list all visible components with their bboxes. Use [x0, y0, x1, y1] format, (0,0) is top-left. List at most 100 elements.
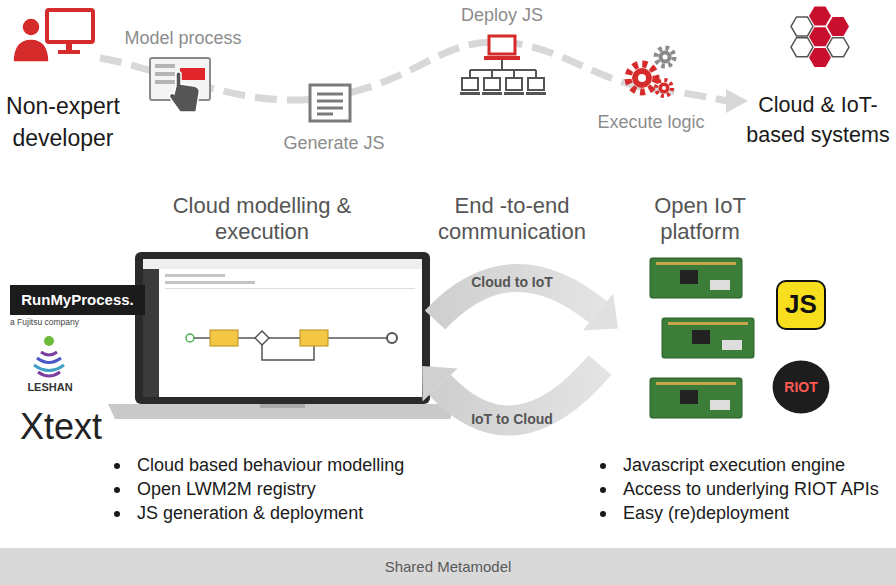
laptop-illustration: [300, 330, 328, 346]
gears-icon: [659, 83, 670, 94]
leshan-icon: [34, 336, 64, 376]
gears-icon: [656, 48, 674, 66]
iot-boards: [710, 280, 730, 290]
iot-boards: [656, 262, 736, 265]
network-icon: [482, 92, 502, 95]
laptop-illustration: [165, 288, 415, 289]
leshan-icon: [37, 358, 61, 363]
shared-band: Shared Metamodel: [0, 548, 896, 585]
laptop-illustration: [143, 259, 422, 397]
laptop-illustration: [186, 334, 194, 342]
laptop-illustration: [210, 330, 238, 346]
role-label: Non-expert developer: [0, 90, 126, 154]
bullet-item: Cloud based behaviour modelling: [137, 455, 404, 477]
document-icon: [310, 85, 350, 121]
node-text: RIOT: [784, 379, 817, 396]
gears-icon: [628, 48, 674, 96]
document-icon: [317, 100, 343, 103]
flow-dashes: [726, 89, 748, 113]
gears-icon: [659, 51, 672, 64]
iot-boards: [680, 270, 698, 284]
laptop-illustration: [143, 259, 422, 269]
arrow-label: Cloud to IoT: [452, 274, 572, 291]
iot-boards: [692, 330, 710, 344]
hexagon-icon: [827, 17, 849, 36]
node-subtext: a Fujitsu company: [10, 317, 79, 327]
arrow-label: IoT to Cloud: [452, 411, 572, 428]
laptop-illustration: [387, 333, 397, 343]
cloud-to-iot-arrow: [583, 293, 618, 330]
laptop-illustration: [260, 404, 305, 408]
step-label: Generate JS: [264, 133, 404, 155]
bullet-dot: [600, 511, 606, 517]
iot-boards: [662, 318, 754, 358]
laptop-illustration: [262, 345, 314, 360]
network-icon: [489, 36, 515, 54]
hexagon-icon: [791, 17, 813, 36]
bullet-item: JS generation & deployment: [137, 503, 363, 525]
laptop-illustration: [143, 269, 159, 397]
network-icon: [460, 36, 546, 95]
developer-icon: [47, 10, 93, 42]
gears-icon: [662, 86, 666, 90]
gears-icon: [656, 80, 672, 96]
bullet-item: Javascript execution engine: [623, 455, 845, 477]
developer-icon: [58, 50, 80, 54]
laptop-illustration: [108, 404, 457, 419]
node-text: RunMyProcess.: [21, 291, 134, 309]
hexagon-icon: [791, 38, 813, 57]
developer-icon: [13, 10, 93, 62]
network-icon: [460, 92, 480, 95]
hexagon-icon: [809, 7, 831, 26]
model-process-icon: [155, 72, 175, 76]
hexagon-icon: [809, 48, 831, 67]
model-process-icon: [180, 68, 205, 80]
node-text: JS: [785, 289, 817, 320]
document-icon: [317, 107, 343, 110]
hexagon-icon: [827, 38, 849, 57]
hexagon-icon: [809, 27, 831, 46]
step-label: Execute logic: [576, 112, 726, 134]
developer-icon: [66, 42, 72, 50]
logo-text: LESHAN: [15, 381, 85, 394]
laptop-illustration: [165, 281, 255, 284]
network-icon: [504, 92, 524, 95]
logo-circle: [773, 361, 830, 414]
bullet-dot: [600, 463, 606, 469]
laptop-illustration: [255, 331, 269, 345]
model-process-icon: [155, 64, 175, 68]
laptop-illustration: [165, 274, 225, 277]
bullet-dot: [114, 511, 120, 517]
model-process-icon: [155, 80, 175, 84]
iot-boards: [650, 258, 754, 418]
bullet-item: Access to underlying RIOT APIs: [623, 479, 879, 501]
document-icon: [317, 93, 343, 96]
column-heading: End -to-end communication: [427, 193, 597, 246]
laptop-illustration: [135, 252, 430, 404]
iot-boards: [668, 322, 748, 325]
iot-boards: [680, 390, 698, 404]
iot-boards: [722, 340, 742, 350]
bullet-dot: [600, 487, 606, 493]
developer-icon: [13, 39, 49, 62]
column-heading: Cloud modelling & execution: [162, 193, 362, 246]
network-icon: [484, 56, 520, 60]
gears-icon: [663, 55, 668, 60]
riot-logo: RIOT: [772, 360, 830, 414]
logo-text: Xtext: [20, 405, 120, 448]
model-process-icon: [150, 58, 210, 112]
iot-boards: [650, 258, 742, 298]
leshan-icon: [44, 336, 54, 346]
network-icon: [484, 78, 500, 90]
bullet-item: Easy (re)deployment: [623, 503, 789, 525]
iot-boards: [710, 400, 730, 410]
document-icon: [317, 113, 333, 116]
gears-icon: [628, 64, 656, 92]
gears-icon: [632, 68, 652, 88]
step-label: Deploy JS: [432, 5, 572, 27]
logo-box: RunMyProcess.a Fujitsu company: [10, 285, 145, 315]
leshan-icon: [34, 365, 64, 371]
leshan-icon: [38, 372, 60, 376]
bullet-dot: [114, 487, 120, 493]
bullet-item: Open LWM2M registry: [137, 479, 316, 501]
